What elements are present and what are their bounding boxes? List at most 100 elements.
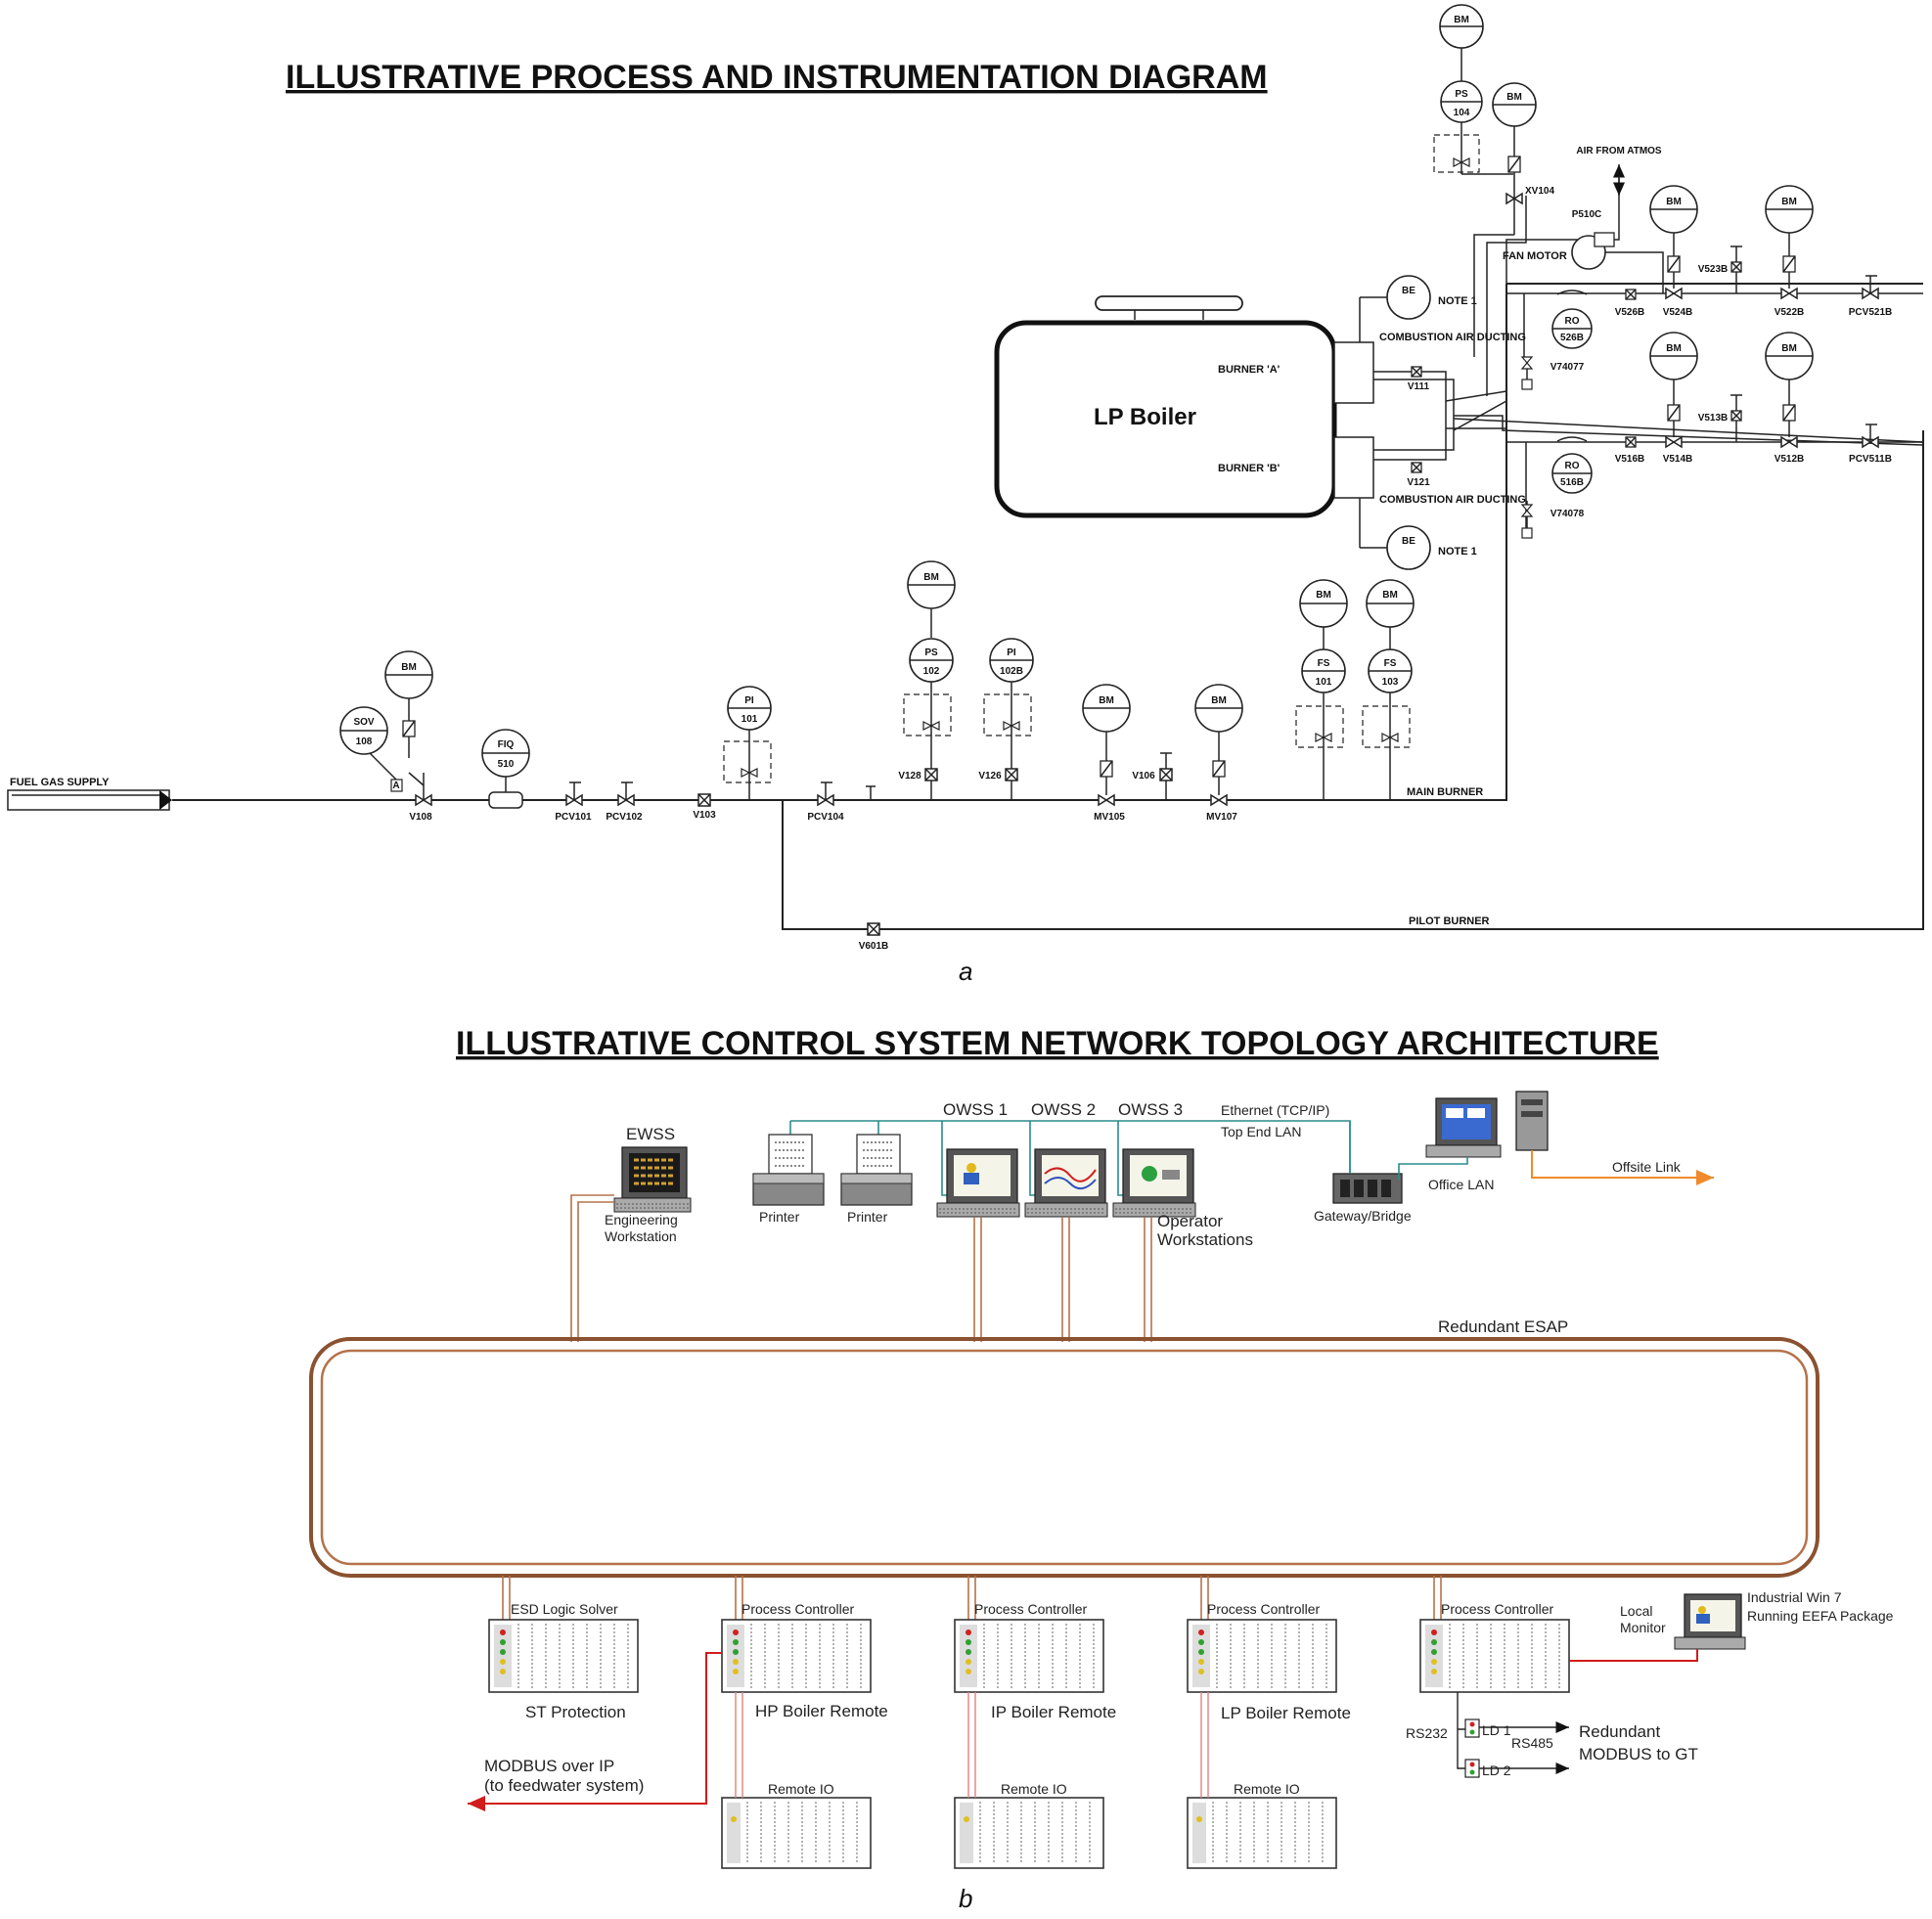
svg-text:PI: PI — [744, 695, 754, 706]
instrument-pi-102b: PI 102B V126 — [978, 638, 1034, 800]
svg-text:FIQ: FIQ — [498, 739, 515, 750]
svg-text:103: 103 — [1382, 677, 1399, 688]
owss-drops — [973, 1217, 1152, 1342]
ip-boiler-remote-label: IP Boiler Remote — [991, 1703, 1116, 1721]
svg-text:V103: V103 — [693, 810, 716, 821]
svg-text:MV107: MV107 — [1206, 812, 1237, 823]
instrument-ps-104: BM PS 104 — [1433, 4, 1513, 175]
svg-text:BM: BM — [1099, 695, 1114, 706]
svg-text:526B: 526B — [1560, 333, 1584, 343]
svg-text:SOV: SOV — [353, 717, 374, 728]
operator-workstations-label-2: Workstations — [1157, 1230, 1253, 1249]
modbus-over-ip-label-1: MODBUS over IP — [484, 1757, 614, 1775]
svg-text:MV105: MV105 — [1094, 812, 1125, 823]
burner-gas-loop — [1373, 371, 1447, 461]
main-fuel-line — [172, 284, 1507, 801]
redundant-modbus-label-2: MODBUS to GT — [1579, 1745, 1698, 1763]
svg-text:V601B: V601B — [859, 941, 889, 952]
instrument-fs-101: BM FS 101 — [1295, 579, 1348, 800]
combustion-air-ducting-b: COMBUSTION AIR DUCTING — [1379, 494, 1526, 506]
svg-text:Office LAN: Office LAN — [1428, 1177, 1494, 1192]
fuel-gas-supply: FUEL GAS SUPPLY — [7, 777, 172, 811]
engineering-workstation — [613, 1146, 692, 1213]
svg-text:P510C: P510C — [1572, 209, 1602, 220]
svg-text:BM: BM — [1666, 343, 1682, 354]
owss-3-workstation — [1112, 1148, 1196, 1218]
office-lan-pc: Office LAN — [1425, 1091, 1549, 1192]
instrument-fs-103: BM FS 103 — [1362, 579, 1415, 800]
remote-io-hp: Remote IO — [721, 1781, 872, 1869]
svg-text:Process Controller: Process Controller — [741, 1601, 854, 1617]
st-protection-label: ST Protection — [525, 1703, 626, 1721]
instrument-ro-516b: RO 516B — [1551, 436, 1593, 494]
svg-text:V523B: V523B — [1698, 264, 1729, 275]
valve-train-lower: V516B BM V514B V513B BM V512B PCV511B — [1506, 332, 1923, 465]
svg-text:101: 101 — [1316, 677, 1332, 688]
svg-text:BM: BM — [1454, 15, 1469, 25]
local-monitor-pc: Industrial Win 7 Running EEFA Package Lo… — [1620, 1589, 1894, 1650]
svg-text:BM: BM — [1781, 343, 1797, 354]
svg-text:104: 104 — [1454, 108, 1470, 118]
valve-v111: V111 — [1408, 366, 1430, 392]
rs232-label: RS232 — [1406, 1725, 1448, 1741]
ld-devices: LD 1 LD 2 RS232 RS485 Redundant MODBUS t… — [1406, 1692, 1698, 1778]
top-end-lan-label: Top End LAN — [1221, 1124, 1302, 1139]
ethernet-label: Ethernet (TCP/IP) — [1221, 1102, 1329, 1118]
svg-text:BM: BM — [1211, 695, 1227, 706]
printer-2: Printer — [840, 1134, 913, 1225]
valve-v108: A V108 — [390, 772, 432, 823]
svg-text:BM: BM — [1781, 197, 1797, 207]
valve-mv107: BM MV107 — [1194, 684, 1243, 823]
network-caption: b — [959, 1884, 972, 1913]
svg-text:Gateway/Bridge: Gateway/Bridge — [1314, 1208, 1412, 1224]
svg-text:BM: BM — [401, 662, 417, 673]
svg-text:BM: BM — [1666, 197, 1682, 207]
instrument-bm-ps102: BM — [907, 560, 956, 638]
v126-label: V126 — [978, 771, 1002, 781]
printer-1: Printer — [752, 1134, 825, 1225]
fuel-gas-supply-label: FUEL GAS SUPPLY — [10, 777, 110, 788]
svg-text:FS: FS — [1318, 658, 1330, 669]
owss-2-workstation — [1024, 1148, 1108, 1218]
local-monitor-label-1: Local — [1620, 1603, 1652, 1619]
ld1-label: LD 1 — [1482, 1722, 1511, 1738]
svg-text:PCV104: PCV104 — [807, 812, 844, 823]
svg-text:101: 101 — [741, 714, 758, 725]
svg-text:V514B: V514B — [1663, 454, 1693, 465]
svg-text:Remote IO: Remote IO — [1234, 1781, 1300, 1797]
offsite-link-label: Offsite Link — [1612, 1159, 1682, 1175]
valve-pcv102: PCV102 — [606, 781, 643, 823]
burner-b-label: BURNER 'B' — [1218, 463, 1281, 474]
ip-process-controller-rack: Process Controller IP Boiler Remote — [954, 1601, 1116, 1721]
industrial-win7-label-2: Running EEFA Package — [1747, 1608, 1894, 1624]
svg-text:Remote IO: Remote IO — [768, 1781, 834, 1797]
svg-text:V524B: V524B — [1663, 307, 1693, 318]
svg-text:Process Controller: Process Controller — [974, 1601, 1087, 1617]
engineering-workstation-label-2: Workstation — [605, 1228, 677, 1244]
svg-text:102B: 102B — [1000, 666, 1023, 677]
burner-a-label: BURNER 'A' — [1218, 364, 1281, 376]
svg-text:PCV511B: PCV511B — [1849, 454, 1892, 465]
svg-text:Process Controller: Process Controller — [1441, 1601, 1553, 1617]
valve-v74078: V74078 — [1520, 501, 1585, 539]
pid-diagram: ILLUSTRATIVE PROCESS AND INSTRUMENTATION… — [7, 4, 1924, 986]
svg-text:PCV102: PCV102 — [606, 812, 643, 823]
svg-text:108: 108 — [356, 736, 373, 747]
instrument-fiq-510: FIQ 510 — [481, 729, 530, 809]
svg-text:BE: BE — [1402, 536, 1415, 547]
valve-v601b: V601B — [859, 922, 889, 952]
svg-text:V513B: V513B — [1698, 413, 1729, 424]
svg-text:PS: PS — [924, 647, 938, 658]
svg-text:AIR FROM ATMOS: AIR FROM ATMOS — [1576, 146, 1662, 156]
ewss-label: EWSS — [626, 1125, 675, 1143]
valve-mv105: BM MV105 — [1082, 684, 1131, 823]
local-monitor-label-2: Monitor — [1620, 1620, 1666, 1635]
lp-process-controller-rack: Process Controller LP Boiler Remote — [1187, 1601, 1351, 1722]
instrument-bm-v108: BM — [384, 650, 433, 758]
industrial-win7-label-1: Industrial Win 7 — [1747, 1589, 1842, 1605]
valve-train-upper: V526B BM V524B V523B BM V522B PCV521B — [1615, 185, 1892, 318]
lp-boiler-remote-label: LP Boiler Remote — [1221, 1704, 1351, 1722]
svg-text:Printer: Printer — [847, 1209, 888, 1225]
svg-text:BE: BE — [1402, 286, 1415, 296]
